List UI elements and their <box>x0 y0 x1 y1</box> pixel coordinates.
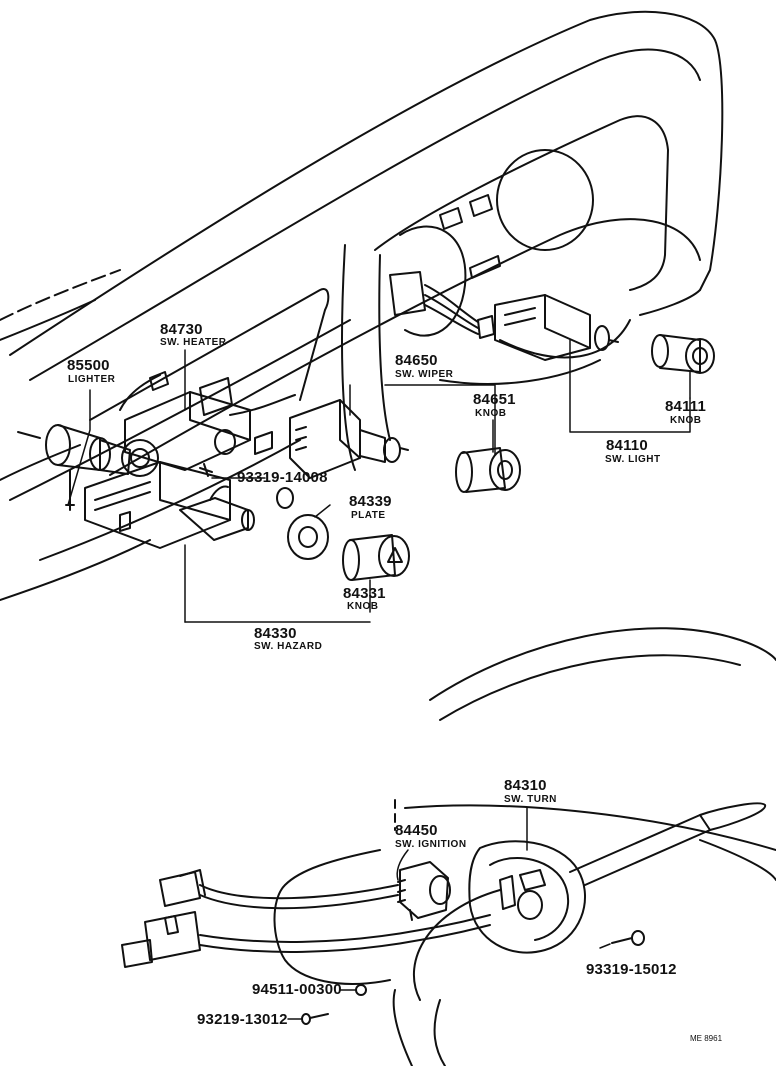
part-desc-knob-84111: KNOB <box>670 415 702 426</box>
part-number-hazard: 84330 <box>254 625 297 642</box>
part-number-heater: 84730 <box>160 321 203 338</box>
ignition-switch-illustration <box>397 861 451 921</box>
steering-area-outline <box>273 627 776 1066</box>
part-desc-knob-84331: KNOB <box>347 601 379 612</box>
part-number-ignition: 84450 <box>395 822 438 839</box>
heater-switch-illustration <box>119 371 296 471</box>
drawing-code: ME 8961 <box>690 1034 723 1043</box>
knob-84331-illustration <box>342 534 410 581</box>
nut-94511-00300-illustration <box>355 984 367 996</box>
part-desc-knob-84651: KNOB <box>475 408 507 419</box>
part-number-screw-15012: 93319-15012 <box>586 961 677 978</box>
wiring-harness-illustration <box>121 869 491 968</box>
screw-93219-13012-illustration <box>301 1013 329 1025</box>
part-desc-plate: PLATE <box>351 510 386 521</box>
turn-switch-illustration <box>468 802 766 954</box>
hazard-switch-illustration <box>84 461 255 549</box>
part-desc-ignition: SW. IGNITION <box>395 839 467 850</box>
wiper-switch-illustration <box>289 399 409 479</box>
part-desc-heater: SW. HEATER <box>160 337 227 348</box>
part-number-turn: 84310 <box>504 777 547 794</box>
plate-84339-illustration <box>276 487 329 560</box>
part-desc-wiper: SW. WIPER <box>395 369 454 380</box>
part-number-knob-84651: 84651 <box>473 391 516 408</box>
knob-84111-illustration <box>651 334 715 374</box>
screw-93319-15012-illustration <box>611 930 645 946</box>
part-desc-turn: SW. TURN <box>504 794 557 805</box>
part-desc-hazard: SW. HAZARD <box>254 641 323 652</box>
part-number-nut: 94511-00300 <box>252 981 342 998</box>
part-number-wiper: 84650 <box>395 352 438 369</box>
part-number-screw-13012: 93219-13012 <box>197 1011 288 1028</box>
dashboard-outline <box>0 10 724 601</box>
part-desc-lighter: LIGHTER <box>68 374 116 385</box>
part-number-light: 84110 <box>606 437 648 454</box>
part-number-screw-14008: 93319-14008 <box>237 469 328 486</box>
part-number-lighter: 85500 <box>67 357 110 374</box>
part-number-knob-84331: 84331 <box>343 585 386 602</box>
part-number-knob-84111: 84111 <box>665 398 707 415</box>
part-desc-light: SW. LIGHT <box>605 454 661 465</box>
part-number-plate: 84339 <box>349 493 392 510</box>
light-switch-illustration <box>389 271 619 361</box>
leader-lines <box>67 339 691 1020</box>
knob-84651-illustration <box>455 447 521 493</box>
screw-93319-14008-illustration <box>199 463 213 477</box>
